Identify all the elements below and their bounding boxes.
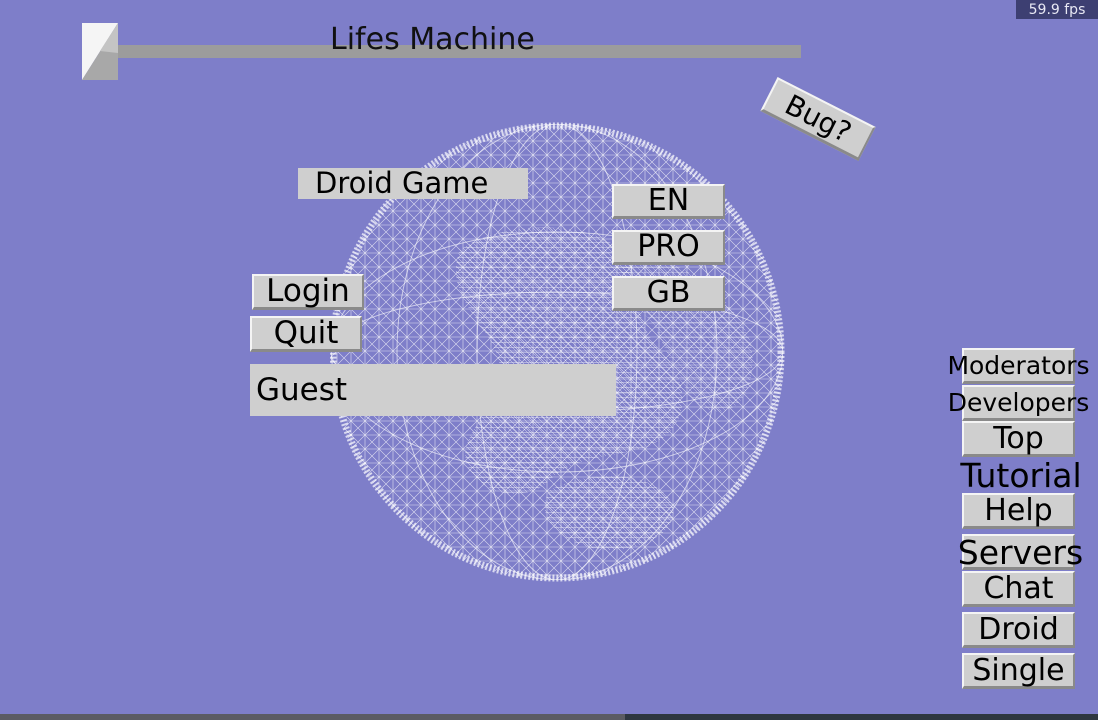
- single-button[interactable]: Single: [962, 653, 1075, 689]
- background-window-strip: [0, 714, 1098, 720]
- moderators-button[interactable]: Moderators: [947, 348, 1090, 384]
- tutorial-button[interactable]: Tutorial: [960, 457, 1081, 493]
- title-slider-track[interactable]: [118, 45, 801, 58]
- game-title-label: Droid Game: [298, 168, 528, 199]
- username-field[interactable]: Guest: [250, 364, 616, 416]
- servers-button[interactable]: Servers: [958, 534, 1083, 570]
- top-button[interactable]: Top: [962, 421, 1075, 457]
- chat-button[interactable]: Chat: [962, 571, 1075, 607]
- quit-button[interactable]: Quit: [250, 316, 362, 352]
- language-en-button[interactable]: EN: [612, 184, 725, 219]
- slider-handle-icon[interactable]: [82, 23, 118, 80]
- app-title: Lifes Machine: [330, 22, 535, 57]
- language-pro-button[interactable]: PRO: [612, 230, 725, 265]
- login-button[interactable]: Login: [252, 274, 364, 310]
- droid-button[interactable]: Droid: [962, 612, 1075, 648]
- tutorial-label: Tutorial: [960, 456, 1082, 495]
- fps-counter: 59.9 fps: [1016, 0, 1098, 19]
- servers-label: Servers: [957, 533, 1084, 572]
- developers-button[interactable]: Developers: [948, 385, 1089, 421]
- help-button[interactable]: Help: [962, 493, 1075, 529]
- language-gb-button[interactable]: GB: [612, 276, 725, 311]
